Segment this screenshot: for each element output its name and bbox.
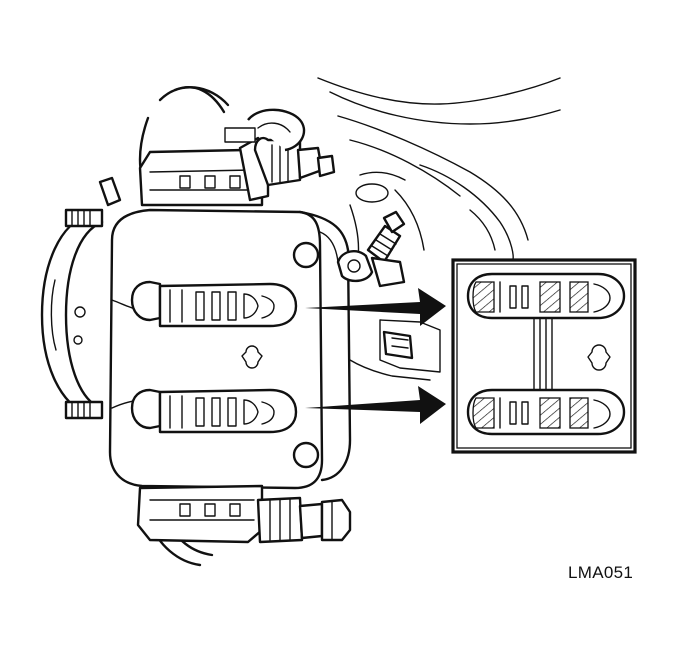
wheel-hub (40, 176, 122, 420)
leader-arrow-lower (305, 386, 446, 424)
upper-guide-bracket (138, 108, 336, 207)
pad-detail-inset (451, 258, 637, 454)
suspension-background (317, 77, 561, 263)
caliper-body (108, 208, 352, 490)
leader-arrow-upper (305, 288, 446, 326)
caliper-window-upper (130, 280, 298, 328)
lower-guide-bracket (136, 484, 352, 544)
figure-code-label: LMA051 (568, 563, 634, 582)
bleeder-screw (336, 210, 441, 381)
caliper-window-lower (130, 388, 298, 434)
